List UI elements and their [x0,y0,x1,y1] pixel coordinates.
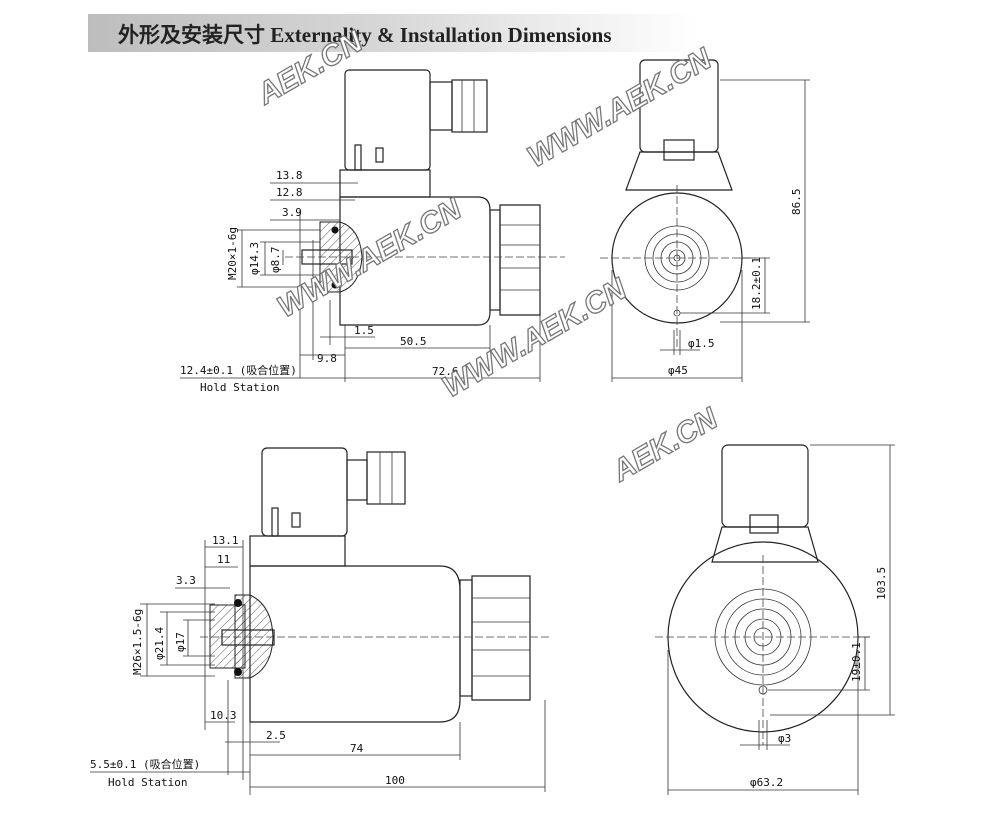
bottom-side-view: 13.1 11 3.3 M26×1.5-6g φ21.4 φ17 10.3 2.… [90,447,550,795]
dim-thread-m20: M20×1-6g [226,227,239,280]
dim-10-3: 10.3 [210,709,237,722]
top-front-view: 86.5 18.2±0.1 φ1.5 φ45 [600,59,810,382]
dim-72-6: 72.6 [432,365,459,378]
dim-phi63-2: φ63.2 [750,776,783,789]
dim-19: 19±0.1 [850,642,863,682]
connector-housing [344,69,431,171]
dim-phi1-5: φ1.5 [688,337,715,350]
cable-gland-nut [451,79,488,133]
page-title: 外形及安装尺寸 Externality & Installation Dimen… [118,23,612,47]
watermark: AEK.CN [606,401,724,488]
dim-phi21-4: φ21.4 [153,627,166,660]
dim-18-2: 18.2±0.1 [750,257,763,310]
dim-86-5: 86.5 [790,189,803,216]
hold-station-label: 12.4±0.1 (吸合位置) [180,363,297,377]
dim-12-8: 12.8 [276,186,303,199]
dim-100: 100 [385,774,405,787]
knob [499,204,541,316]
dim-3-3: 3.3 [176,574,196,587]
dim-phi3: φ3 [778,732,791,745]
dim-9-8: 9.8 [317,352,337,365]
top-side-view: 13.8 12.8 3.9 M20×1-6g φ14.3 φ8.7 1.5 50… [180,69,565,394]
dim-3-9: 3.9 [282,206,302,219]
hold-station-label-2: 5.5±0.1 (吸合位置) [90,757,200,771]
dim-1-5: 1.5 [354,324,374,337]
dim-phi14-3: φ14.3 [248,242,261,275]
dim-50-5: 50.5 [400,335,427,348]
dim-13-1: 13.1 [212,534,239,547]
dim-11: 11 [217,553,230,566]
dim-74: 74 [350,742,364,755]
dim-phi45: φ45 [668,364,688,377]
hold-station-sub: Hold Station [200,381,279,394]
coil-body [339,196,491,326]
watermark: AEK.CN [251,24,369,111]
dim-13-8: 13.8 [276,169,303,182]
hold-station-sub-2: Hold Station [108,776,187,789]
dim-thread-m26: M26×1.5-6g [131,609,144,675]
bottom-front-view: 103.5 19±0.1 φ3 φ63.2 [655,444,895,795]
dim-2-5: 2.5 [266,729,286,742]
title-bar [88,14,698,52]
dim-phi8-7: φ8.7 [269,247,282,274]
dim-phi17: φ17 [174,632,187,652]
watermark: WWW.AEK.CN [437,272,633,404]
dim-103-5: 103.5 [875,567,888,600]
watermark: WWW.AEK.CN [522,42,718,174]
